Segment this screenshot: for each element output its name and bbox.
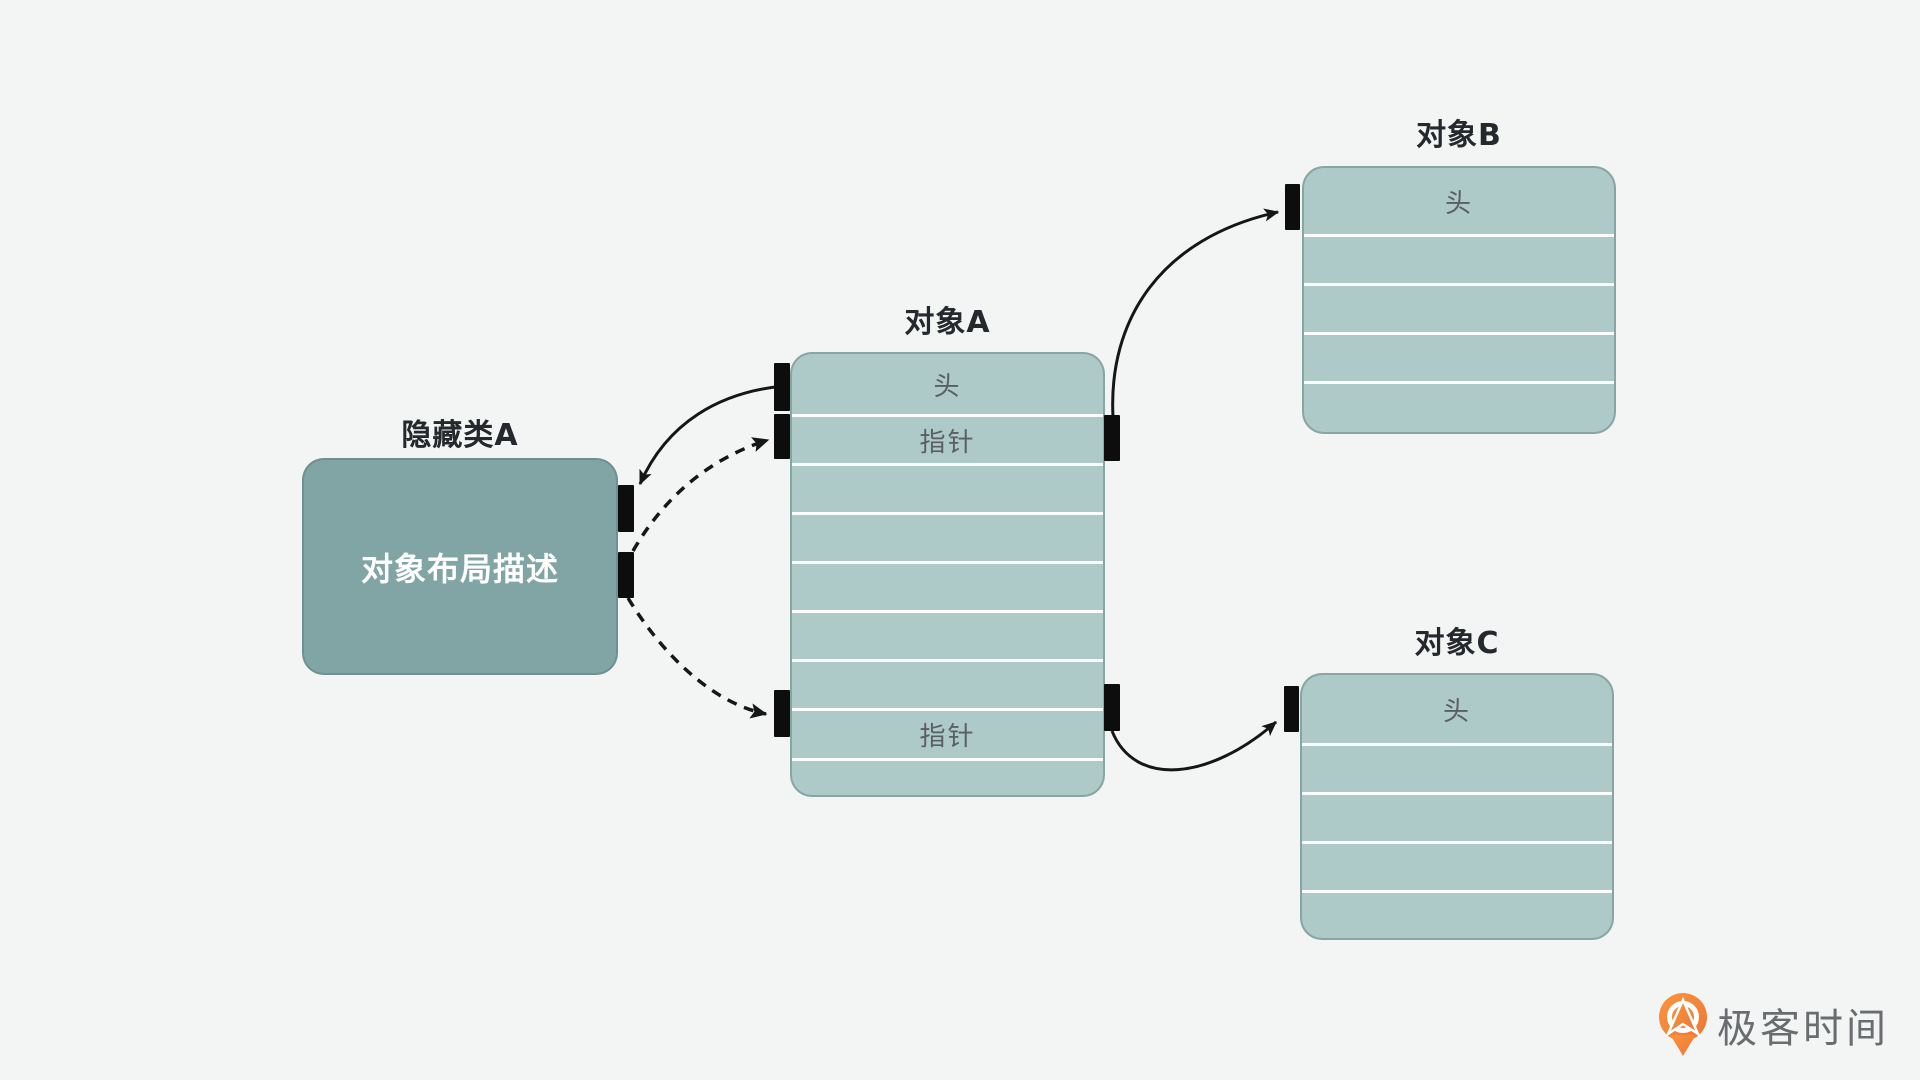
port-object-a-pointer-1-left bbox=[774, 414, 790, 459]
geektime-logo-text: 极客时间 bbox=[1717, 1006, 1889, 1052]
port-object-a-pointer-2-right bbox=[1104, 684, 1120, 731]
port-hidden-class-right-1 bbox=[618, 485, 634, 532]
memory-row bbox=[792, 758, 1103, 795]
hidden-class-a-box: 对象布局描述 bbox=[302, 458, 618, 675]
memory-row bbox=[1302, 792, 1612, 841]
memory-row bbox=[792, 610, 1103, 659]
port-object-a-pointer-1-right bbox=[1104, 415, 1120, 461]
memory-row bbox=[1304, 332, 1614, 381]
memory-row bbox=[1302, 841, 1612, 890]
memory-row bbox=[1304, 381, 1614, 432]
object-b-box: 头 bbox=[1302, 166, 1616, 434]
row-label: 指针 bbox=[919, 722, 976, 752]
memory-row bbox=[792, 561, 1103, 610]
edge-object-a-header-to-hidden-class bbox=[638, 385, 776, 486]
memory-row: 指针 bbox=[792, 708, 1103, 758]
object-c-title: 对象C bbox=[1414, 626, 1500, 661]
memory-row bbox=[1304, 283, 1614, 332]
object-c-box: 头 bbox=[1300, 673, 1614, 940]
memory-row: 头 bbox=[1302, 675, 1612, 743]
port-object-b-header bbox=[1285, 184, 1300, 230]
memory-row bbox=[792, 463, 1103, 512]
row-label: 头 bbox=[933, 371, 962, 402]
hidden-class-a-body: 对象布局描述 bbox=[360, 549, 559, 588]
memory-row: 指针 bbox=[792, 414, 1103, 463]
port-object-a-pointer-2-left bbox=[774, 690, 790, 737]
edge-object-a-pointer-2-to-object-c bbox=[1110, 720, 1277, 772]
memory-row: 头 bbox=[1304, 168, 1614, 234]
port-hidden-class-right-2 bbox=[618, 552, 634, 598]
geektime-logo-icon bbox=[1659, 993, 1707, 1056]
memory-row bbox=[1302, 743, 1612, 792]
memory-row bbox=[792, 512, 1103, 561]
object-a-title: 对象A bbox=[904, 305, 991, 340]
edge-hidden-class-to-object-a-pointer-1 bbox=[631, 437, 770, 552]
memory-row: 头 bbox=[792, 354, 1103, 414]
memory-row bbox=[1304, 234, 1614, 283]
port-object-c-header bbox=[1284, 686, 1299, 732]
port-object-a-header bbox=[774, 363, 790, 411]
object-a-box: 头指针指针 bbox=[790, 352, 1105, 797]
row-label: 头 bbox=[1442, 696, 1471, 727]
row-label: 指针 bbox=[919, 427, 976, 458]
edge-object-a-pointer-1-to-object-b bbox=[1111, 208, 1280, 418]
hidden-class-a-title: 隐藏类A bbox=[401, 418, 519, 453]
object-b-title: 对象B bbox=[1416, 118, 1502, 153]
memory-row bbox=[1302, 890, 1612, 938]
row-label: 头 bbox=[1444, 188, 1473, 219]
memory-row bbox=[792, 659, 1103, 708]
geektime-logo: 极客时间 bbox=[1657, 992, 1889, 1058]
edge-hidden-class-to-object-a-pointer-2 bbox=[626, 597, 768, 719]
